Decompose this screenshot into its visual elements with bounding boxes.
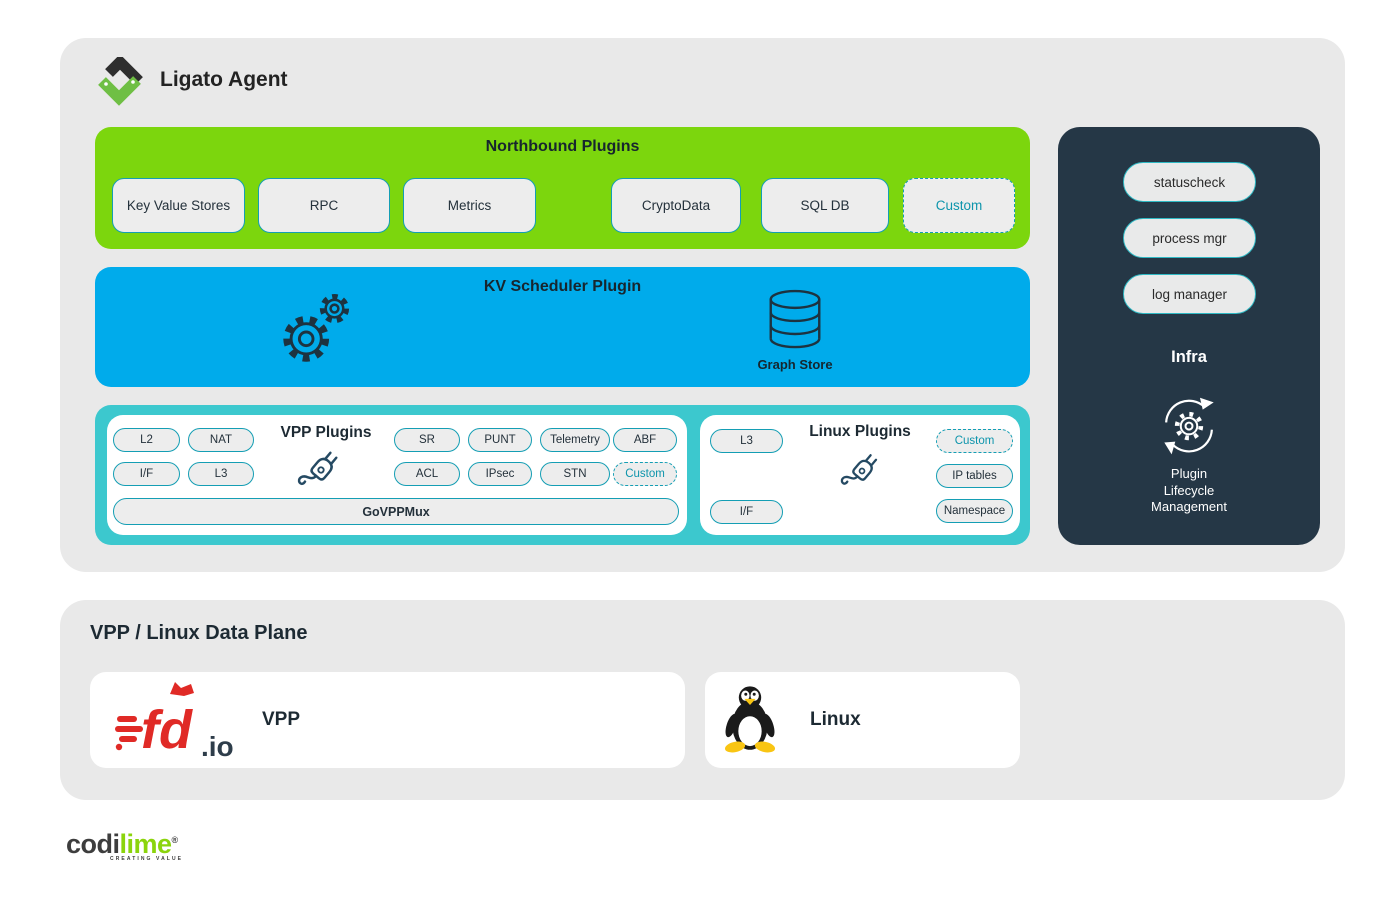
brand-text-lime: lime: [119, 829, 173, 859]
data-plane-title: VPP / Linux Data Plane: [90, 622, 308, 644]
linux-card-label: Linux: [810, 709, 861, 730]
brand-tagline: CREATING VALUE: [110, 856, 184, 862]
gears-icon: [283, 293, 350, 362]
vpp-chip-if: I/F: [113, 462, 180, 486]
vpp-chip-custom: Custom: [613, 462, 677, 486]
lifecycle-line-1: Plugin: [1170, 466, 1208, 481]
vpp-chip-nat: NAT: [188, 428, 254, 452]
vpp-chip-ipsec: IPsec: [468, 462, 532, 486]
ligato-logo-icon: [98, 57, 143, 106]
vpp-card: fd .io VPP: [90, 672, 685, 768]
vpp-chip-abf: ABF: [613, 428, 677, 452]
kv-scheduler-bar: KV Scheduler Plugin: [95, 267, 1030, 387]
brand-text-codi: codi: [66, 829, 120, 859]
infra-pill-process-mgr: process mgr: [1123, 218, 1256, 258]
linux-chip-if: I/F: [710, 500, 783, 524]
northbound-item-key-value-stores: Key Value Stores: [112, 178, 245, 233]
lifecycle-line-2: Lifecycle: [1163, 482, 1215, 498]
lifecycle-line-3: Management: [1151, 499, 1227, 514]
northbound-title: Northbound Plugins: [485, 138, 640, 155]
linux-chip-custom: Custom: [936, 429, 1013, 453]
graph-store-label: Graph Store: [757, 357, 833, 372]
vpp-chip-punt: PUNT: [468, 428, 532, 452]
plug-icon: [840, 454, 878, 485]
fdio-logo-icon: fd .io: [115, 682, 234, 760]
linux-chip-l3: L3: [710, 429, 783, 453]
infra-title: Infra: [1171, 348, 1207, 366]
tux-icon: [724, 686, 776, 753]
vpp-chip-telemetry: Telemetry: [540, 428, 610, 452]
linux-plugins-box: L3 I/F Linux Plugins Custom: [700, 415, 1020, 535]
page-title: Ligato Agent: [160, 68, 288, 91]
vpp-chip-l2: L2: [113, 428, 180, 452]
vpp-chip-sr: SR: [394, 428, 460, 452]
kv-scheduler-title: KV Scheduler Plugin: [483, 278, 642, 295]
svg-text:.io: .io: [201, 731, 234, 760]
plugins-bar: L2 NAT I/F L3 VPP Plugins: [95, 405, 1030, 545]
vpp-plugins-title: VPP Plugins: [280, 424, 372, 441]
lifecycle-label: Plugin Lifecycle Management: [1058, 466, 1320, 516]
northbound-plugins-bar: Northbound Plugins Key Value Stores RPC …: [95, 127, 1030, 249]
vpp-chip-stn: STN: [540, 462, 610, 486]
linux-plugins-title: Linux Plugins: [809, 423, 911, 440]
northbound-item-cryptodata: CryptoData: [611, 178, 741, 233]
ligato-agent-panel: Ligato Agent Northbound Plugins Key Valu…: [60, 38, 1345, 572]
vpp-chip-l3: L3: [188, 462, 254, 486]
infra-pill-statuscheck: statuscheck: [1123, 162, 1256, 202]
northbound-item-custom: Custom: [903, 178, 1015, 233]
northbound-item-metrics: Metrics: [403, 178, 536, 233]
linux-card: Linux: [705, 672, 1020, 768]
linux-chip-ip-tables: IP tables: [936, 464, 1013, 488]
plug-icon: [297, 451, 338, 486]
vpp-plugins-box: L2 NAT I/F L3 VPP Plugins: [107, 415, 687, 535]
linux-chip-namespace: Namespace: [936, 499, 1013, 523]
govppmux-bar: GoVPPMux: [113, 498, 679, 525]
database-icon: [769, 289, 821, 349]
registered-mark: ®: [171, 835, 179, 845]
svg-text:fd: fd: [141, 700, 193, 760]
vpp-chip-acl: ACL: [394, 462, 460, 486]
northbound-item-rpc: RPC: [258, 178, 390, 233]
northbound-item-sql-db: SQL DB: [761, 178, 889, 233]
codilime-logo: codilime® CREATING VALUE: [66, 829, 183, 862]
lifecycle-gear-icon: [1164, 397, 1214, 455]
infra-pill-log-manager: log manager: [1123, 274, 1256, 314]
infra-panel: statuscheck process mgr log manager Infr…: [1058, 127, 1320, 545]
data-plane-panel: VPP / Linux Data Plane fd .io VPP: [60, 600, 1345, 800]
vpp-card-label: VPP: [262, 709, 301, 730]
